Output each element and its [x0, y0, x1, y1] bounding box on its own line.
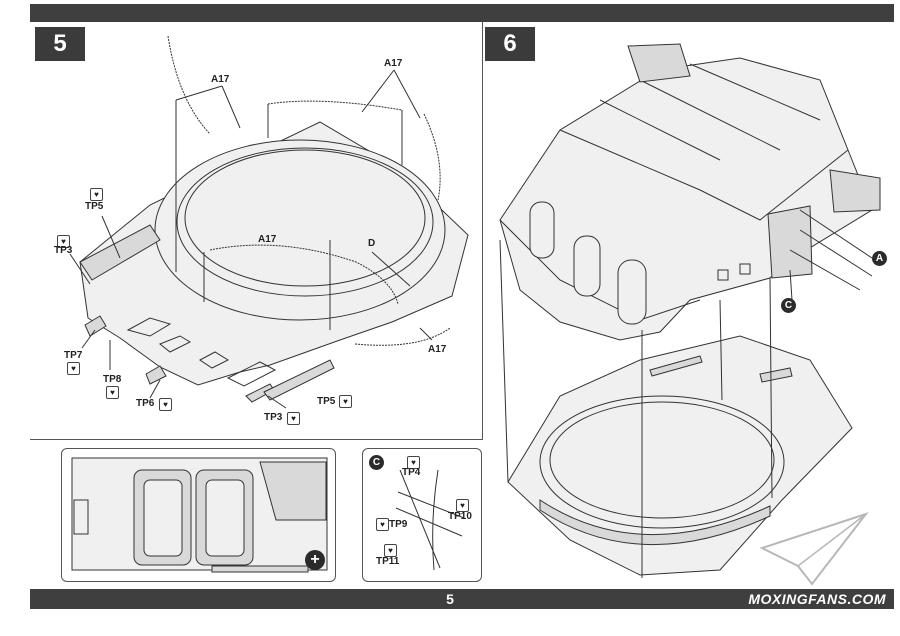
a17-rail-parts [167, 35, 451, 346]
step6-turret-drawing [499, 43, 881, 341]
top-header-bar [30, 4, 894, 22]
footer-bar [30, 589, 894, 609]
step6-guide-lines [499, 209, 873, 578]
label-tp11: TP11 [376, 556, 400, 567]
inset-c-frame [362, 448, 482, 582]
glue-icon: ♥ [287, 412, 300, 425]
step5-turret-base-drawing [79, 121, 469, 403]
label-tp10: TP10 [448, 511, 472, 522]
glue-icon: ♥ [57, 235, 70, 248]
label-a17-top-right: A17 [384, 58, 403, 69]
step5-number-box: 5 [35, 27, 85, 61]
label-tp3-bottom: TP3 [264, 412, 283, 423]
label-tp3-left: TP3 [54, 245, 73, 256]
glue-icon: ♥ [106, 386, 119, 399]
callout-a: A [872, 251, 887, 266]
label-tp9: TP9 [389, 519, 408, 530]
hatch-detail-drawing [71, 457, 328, 573]
paper-plane-logo [759, 512, 869, 586]
label-tp8: TP8 [103, 374, 122, 385]
glue-icon: ♥ [407, 456, 420, 469]
label-a17-top-left: A17 [211, 74, 230, 85]
step5-frame [30, 22, 483, 440]
inset-c-lines [395, 469, 465, 571]
glue-icon: ♥ [339, 395, 352, 408]
label-tp5-left: TP5 [85, 201, 104, 212]
label-a17-bottom-right: A17 [428, 344, 447, 355]
page-number: 5 [446, 591, 454, 607]
glue-icon: ♥ [376, 518, 389, 531]
glue-icon: ♥ [159, 398, 172, 411]
inset-c-marker: C [369, 455, 384, 470]
glue-icon: ♥ [67, 362, 80, 375]
tp-leader-lines [69, 215, 287, 409]
label-a17-center: A17 [258, 234, 277, 245]
detail-inset-frame [61, 448, 336, 582]
step6-base-drawing [507, 335, 853, 576]
label-tp6: TP6 [136, 398, 155, 409]
step6-number-box: 6 [485, 27, 535, 61]
label-tp7: TP7 [64, 350, 83, 361]
brand-watermark: MOXINGFANS.COM [748, 591, 886, 607]
glue-icon: ♥ [90, 188, 103, 201]
magnify-plus-icon[interactable]: + [305, 550, 325, 570]
glue-icon: ♥ [384, 544, 397, 557]
callout-c: C [781, 298, 796, 313]
glue-icon: ♥ [456, 499, 469, 512]
label-d: D [368, 238, 376, 249]
label-tp4: TP4 [402, 467, 421, 478]
label-tp5-bottom: TP5 [317, 396, 336, 407]
